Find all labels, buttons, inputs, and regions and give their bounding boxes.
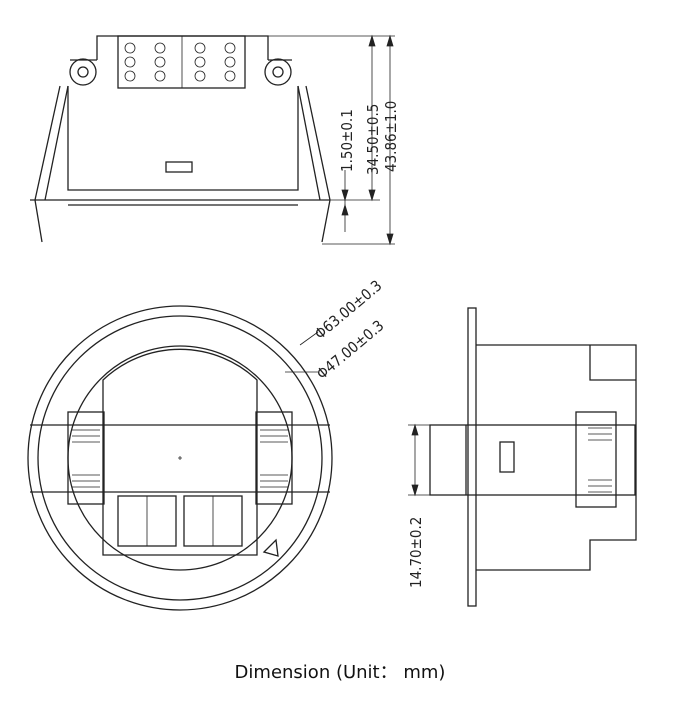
plan-view [27, 305, 333, 611]
elevation-view [30, 35, 331, 243]
side-view [429, 307, 637, 607]
flange-thickness-label: 1.50±0.1 [338, 109, 356, 172]
caption: Dimension (Unit： mm) [234, 662, 446, 683]
dimension-lines-side [408, 423, 430, 497]
body-height-label: 34.50±0.5 [364, 104, 382, 175]
total-height-label: 43.86±1.0 [382, 101, 400, 172]
dimension-lines-elevation [268, 34, 395, 246]
side-height-label: 14.70±0.2 [407, 517, 425, 588]
